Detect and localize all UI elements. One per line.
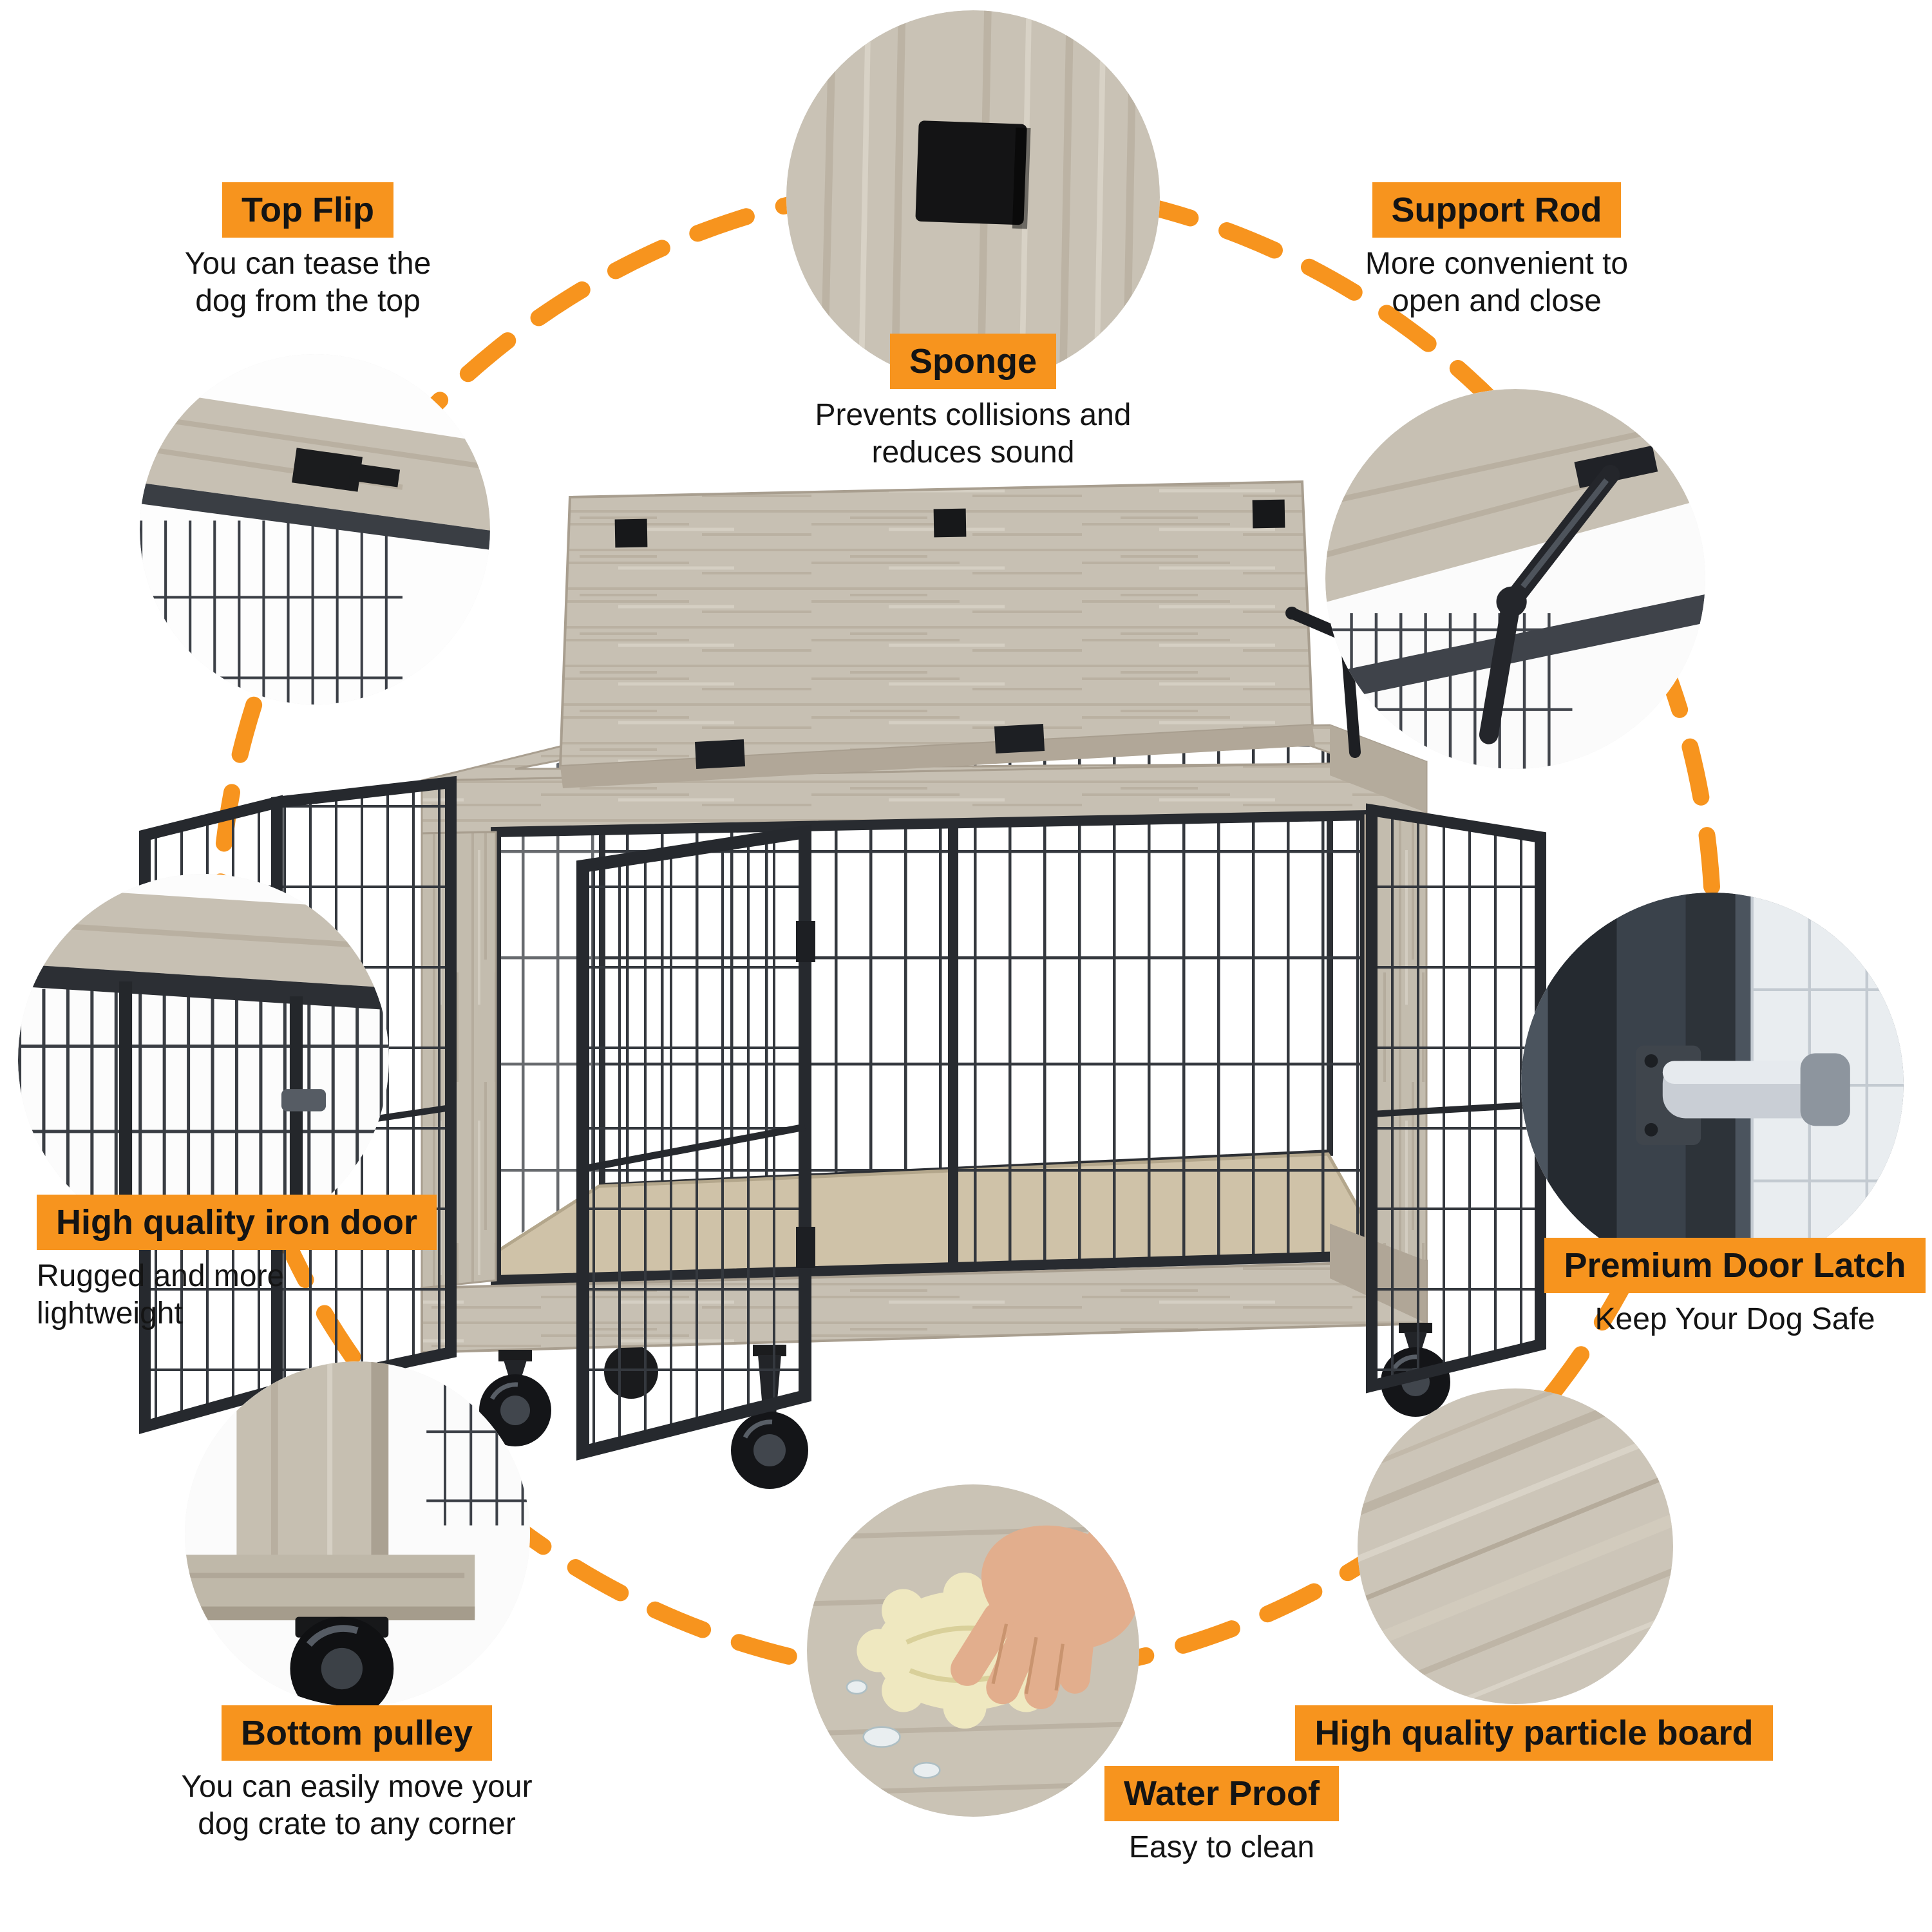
- water-proof-title: Water Proof: [1104, 1766, 1339, 1822]
- sponge-callout-photo: [786, 10, 1160, 384]
- iron-door-title: High quality iron door: [37, 1195, 437, 1251]
- support-rod-callout-photo: [1325, 389, 1705, 769]
- water-proof-desc-line-1: Easy to clean: [1128, 1830, 1315, 1865]
- iron-door-desc-line-1: Rugged and more: [37, 1259, 285, 1294]
- front-door-open: [576, 824, 815, 1461]
- water-proof-label: Water Proof Easy to clean: [1009, 1766, 1434, 1866]
- door-latch-photo: [1521, 893, 1904, 1275]
- right-door-open: [1366, 803, 1546, 1394]
- iron-door-photo: [18, 874, 389, 1245]
- door-latch-desc-line-1: Keep Your Dog Safe: [1595, 1302, 1875, 1337]
- particle-board-callout-photo: [1358, 1388, 1673, 1704]
- door-latch-label: Premium Door Latch Keep Your Dog Safe: [1522, 1238, 1932, 1338]
- bottom-pulley-photo: [185, 1361, 530, 1707]
- iron-door-callout-photo: [18, 874, 389, 1245]
- bottom-pulley-desc-line-1: You can easily move your: [181, 1770, 533, 1804]
- sponge-photo: [786, 10, 1160, 384]
- sponge-label: Sponge Prevents collisions and reduces s…: [761, 334, 1186, 471]
- support-rod-desc-line-2: open and close: [1392, 284, 1602, 319]
- sponge-title: Sponge: [890, 334, 1056, 390]
- top-flip-photo: [140, 354, 490, 705]
- dog-crate-illustration: [139, 480, 1546, 1489]
- bottom-pulley-title: Bottom pulley: [222, 1705, 492, 1761]
- door-latch-title: Premium Door Latch: [1544, 1238, 1926, 1294]
- door-latch-callout-photo: [1521, 893, 1904, 1275]
- bottom-pulley-callout-photo: [185, 1361, 530, 1707]
- top-flip-label: Top Flip You can tease the dog from the …: [102, 182, 514, 320]
- support-rod-photo: [1325, 389, 1705, 769]
- particle-board-title: High quality particle board: [1295, 1705, 1773, 1761]
- bottom-pulley-label: Bottom pulley You can easily move your d…: [151, 1705, 563, 1843]
- support-rod-title: Support Rod: [1372, 182, 1622, 238]
- particle-board-label: High quality particle board: [1289, 1705, 1779, 1768]
- caster-wheel-left: [479, 1350, 551, 1446]
- support-rod-desc-line-1: More convenient to: [1365, 247, 1629, 281]
- top-flip-desc-line-2: dog from the top: [195, 284, 421, 319]
- top-flip-callout-photo: [140, 354, 490, 705]
- particle-board-photo: [1358, 1388, 1673, 1704]
- top-flip-title: Top Flip: [222, 182, 393, 238]
- iron-door-label: High quality iron door Rugged and more l…: [37, 1195, 488, 1332]
- bottom-pulley-desc-line-2: dog crate to any corner: [198, 1807, 516, 1842]
- support-rod-label: Support Rod More convenient to open and …: [1284, 182, 1709, 320]
- top-flip-panel-open: [558, 480, 1361, 788]
- top-flip-desc-line-1: You can tease the: [184, 247, 431, 281]
- sponge-desc-line-2: reduces sound: [871, 435, 1075, 470]
- iron-door-desc-line-2: lightweight: [37, 1296, 183, 1331]
- sponge-desc-line-1: Prevents collisions and: [815, 398, 1132, 433]
